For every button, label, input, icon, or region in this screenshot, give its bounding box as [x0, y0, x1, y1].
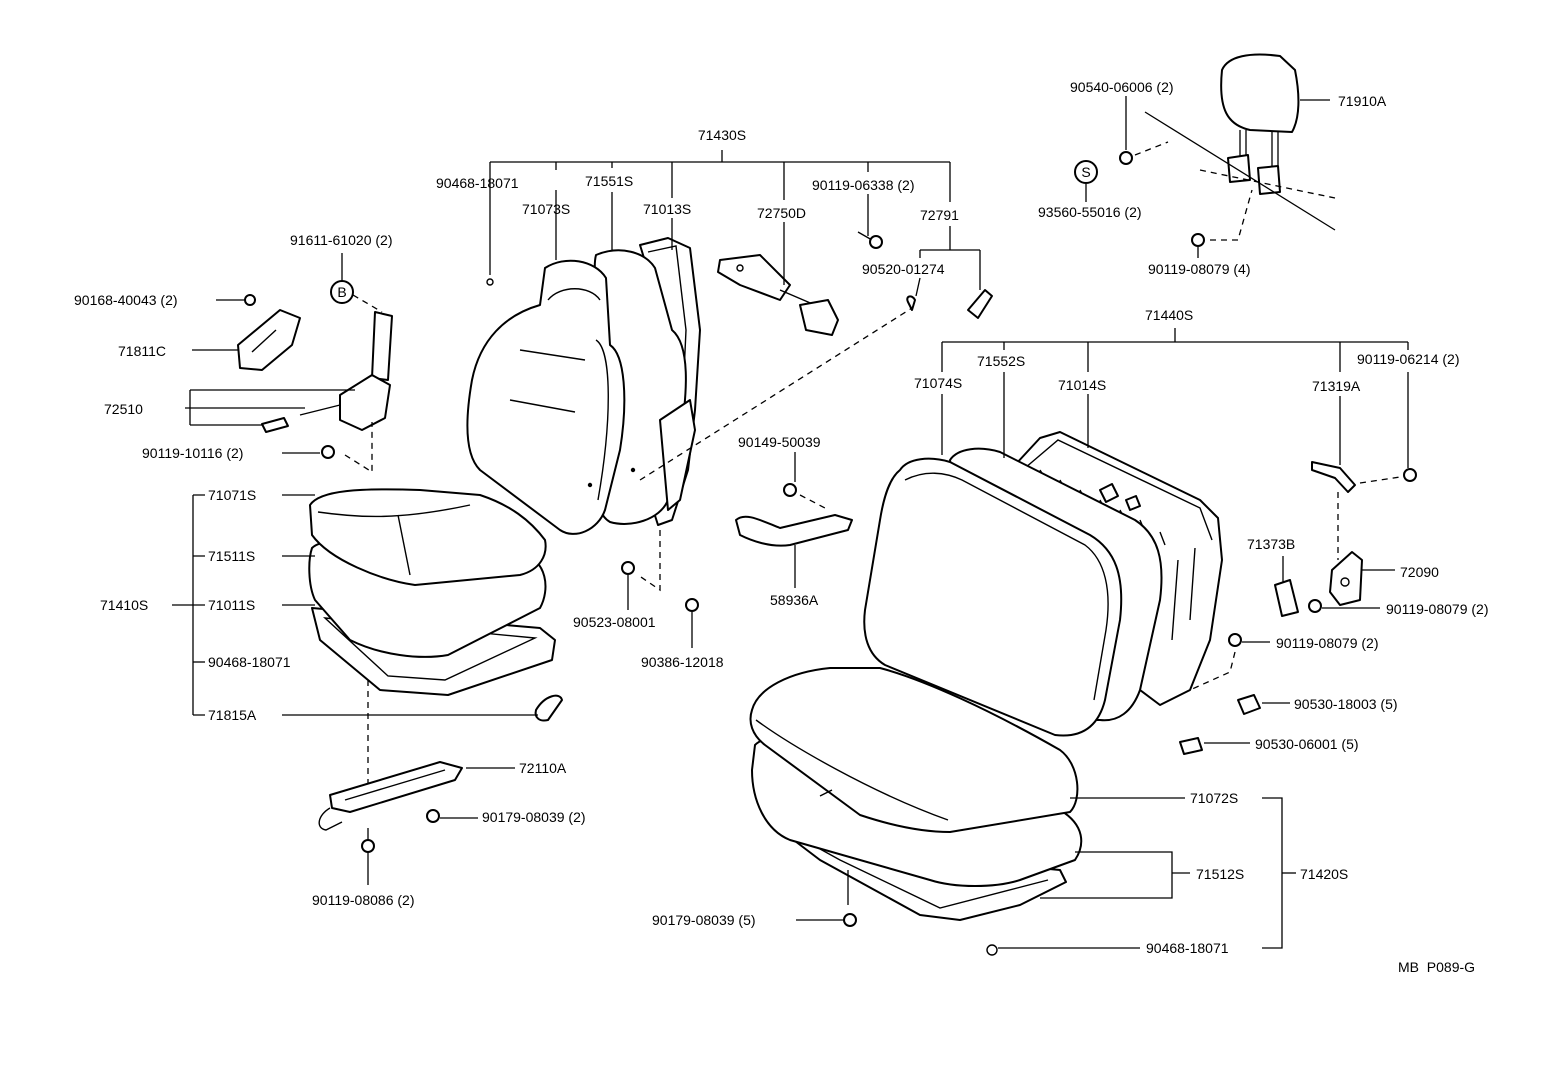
label-72510: 72510	[104, 401, 143, 417]
label-71013S: 71013S	[643, 201, 691, 217]
label-90119-08079-a: 90119-08079 (2)	[1386, 601, 1488, 617]
label-72791: 72791	[920, 207, 959, 223]
adjuster-72110A-drawing	[318, 761, 463, 831]
label-90119-08079-b: 90119-08079 (2)	[1276, 635, 1378, 651]
buckle-72750D-drawing	[717, 254, 839, 336]
label-71072S: 71072S	[1190, 790, 1238, 806]
label-90540-06006: 90540-06006 (2)	[1070, 79, 1174, 95]
clip-90468-18071-c	[986, 944, 998, 956]
label-71512S: 71512S	[1196, 866, 1244, 882]
label-71011S: 71011S	[208, 597, 255, 613]
bolt-90149-50039	[783, 483, 797, 497]
label-72110A: 72110A	[519, 760, 567, 776]
label-71551S: 71551S	[585, 173, 633, 189]
bolt-90386-12018	[685, 598, 699, 612]
label-90468-18071-b: 90468-18071	[208, 654, 291, 670]
label-71014S: 71014S	[1058, 377, 1106, 393]
label-90520-01274: 90520-01274	[862, 261, 945, 277]
label-71071S: 71071S	[208, 487, 256, 503]
label-90468-18071-a: 90468-18071	[436, 175, 519, 191]
clip-rear-back-2	[1125, 495, 1141, 511]
headrest-71910A-drawing	[1220, 53, 1300, 195]
bolt-90119-10116	[321, 445, 335, 459]
label-90530-18003: 90530-18003 (5)	[1294, 696, 1398, 712]
label-71811C: 71811C	[118, 343, 166, 359]
front-seat-cushion-drawing	[308, 488, 556, 696]
label-58936A: 58936A	[770, 592, 819, 608]
front-seatback-drawing	[466, 237, 701, 535]
clip-rear-back	[1099, 483, 1119, 503]
bolt-90119-08079-b	[1228, 633, 1242, 647]
nut-90523-08001	[621, 561, 635, 575]
marker-b: B	[330, 280, 354, 304]
label-90179-08039-a: 90179-08039 (2)	[482, 809, 586, 825]
label-72090: 72090	[1400, 564, 1439, 580]
label-71073S: 71073S	[522, 201, 570, 217]
nut-90179-08039-b	[843, 913, 857, 927]
screw-90168-40043	[244, 294, 256, 306]
bolt-90119-08079-4	[1191, 233, 1205, 247]
label-71552S: 71552S	[977, 353, 1025, 369]
label-71430S: 71430S	[698, 127, 746, 143]
bushing-90540-06006	[1119, 151, 1133, 165]
label-90179-08039-b: 90179-08039 (5)	[652, 912, 756, 928]
bolt-90119-08079-a	[1308, 599, 1322, 613]
rear-seat-cushion-drawing	[749, 667, 1083, 921]
bolt-90119-08086-drawing	[361, 828, 375, 853]
label-71074S: 71074S	[914, 375, 962, 391]
label-71440S: 71440S	[1145, 307, 1193, 323]
clip-90468-18071-a	[486, 278, 494, 286]
label-90149-50039: 90149-50039	[738, 434, 821, 450]
label-90119-06338: 90119-06338 (2)	[812, 177, 914, 193]
label-72750D: 72750D	[757, 205, 806, 221]
label-90523-08001: 90523-08001	[573, 614, 656, 630]
label-71373B: 71373B	[1247, 536, 1295, 552]
label-93560-55016: 93560-55016 (2)	[1038, 204, 1142, 220]
label-71410S: 71410S	[100, 597, 148, 613]
marker-b-label: B	[337, 284, 346, 300]
label-90119-10116: 90119-10116 (2)	[142, 445, 243, 461]
label-90386-12018: 90386-12018	[641, 654, 724, 670]
bolt-90119-06214	[1403, 468, 1417, 482]
label-71815A: 71815A	[208, 707, 257, 723]
bracket-58936A-drawing	[735, 514, 853, 547]
label-71420S: 71420S	[1300, 866, 1348, 882]
cover-71815A	[534, 694, 563, 722]
marker-s-label: S	[1081, 164, 1090, 180]
clip-90530-06001	[1179, 737, 1203, 755]
reference-code: MB P089-G	[1398, 959, 1475, 975]
label-71910A: 71910A	[1338, 93, 1387, 109]
bracket-71319A-drawing	[1311, 461, 1356, 493]
marker-s: S	[1074, 160, 1098, 184]
recliner-cover-71811C-drawing	[237, 309, 301, 371]
rear-seatback-drawing	[863, 431, 1223, 737]
bracket-71373B-drawing	[1274, 579, 1299, 617]
label-71511S: 71511S	[208, 548, 255, 564]
label-90168-40043: 90168-40043 (2)	[74, 292, 178, 308]
label-90119-08086: 90119-08086 (2)	[312, 892, 414, 908]
nut-90179-08039-a	[426, 809, 440, 823]
label-90530-06001: 90530-06001 (5)	[1255, 736, 1359, 752]
recliner-72510-drawing	[261, 311, 393, 433]
label-90119-06214: 90119-06214 (2)	[1357, 351, 1459, 367]
label-90119-08079-4: 90119-08079 (4)	[1148, 261, 1250, 277]
label-90468-18071-c: 90468-18071	[1146, 940, 1229, 956]
clip-90530-18003	[1237, 694, 1261, 715]
clip-90520-drawing	[906, 289, 993, 319]
latch-72090-drawing	[1329, 551, 1363, 606]
bolt-90119-06338-drawing	[857, 231, 883, 249]
label-71319A: 71319A	[1312, 378, 1361, 394]
label-91611-61020: 91611-61020 (2)	[290, 232, 392, 248]
